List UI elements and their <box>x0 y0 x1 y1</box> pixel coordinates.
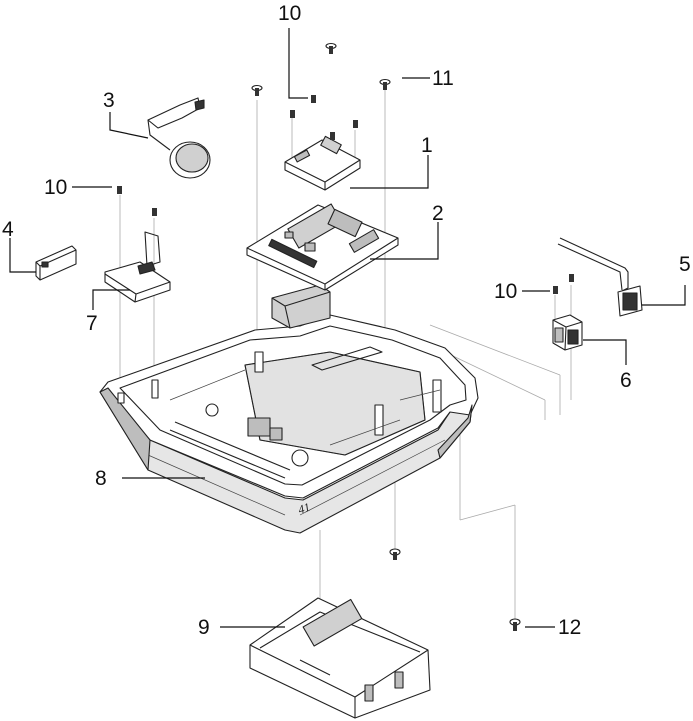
callouts: 10 11 3 1 10 2 4 5 10 7 6 8 9 12 <box>2 2 691 639</box>
screws <box>117 42 574 631</box>
screw-icon <box>553 286 558 294</box>
callout-1: 1 <box>421 134 433 157</box>
callout-3: 3 <box>103 89 115 112</box>
screw-icon <box>311 95 316 103</box>
screw-icon <box>509 618 521 631</box>
plate-part-7 <box>104 231 171 303</box>
callout-11: 11 <box>432 67 454 90</box>
screw-icon <box>379 78 391 90</box>
screw-icon <box>290 110 295 118</box>
main-board-part-2 <box>246 203 399 291</box>
screw-icon <box>389 548 401 560</box>
housing-part-8: 41 <box>99 284 479 534</box>
callout-5: 5 <box>679 253 691 276</box>
callout-7: 7 <box>86 312 98 335</box>
screw-icon <box>353 120 358 128</box>
screw-icon <box>117 186 122 194</box>
screw-icon <box>330 132 335 140</box>
screw-icon <box>152 208 157 216</box>
callout-10-top: 10 <box>278 2 301 25</box>
callout-12: 12 <box>558 616 581 639</box>
callout-6: 6 <box>620 369 632 392</box>
callout-10-right: 10 <box>494 280 517 303</box>
callout-8: 8 <box>95 467 107 490</box>
screw-icon <box>325 42 337 54</box>
connector-part-6 <box>552 314 583 351</box>
screw-icon <box>569 274 574 282</box>
battery-part-3 <box>147 97 211 179</box>
module-board-part-1 <box>284 135 361 191</box>
cover-part-9 <box>249 597 431 719</box>
housing-engraved-mark: 41 <box>296 500 312 517</box>
cable-part-5 <box>557 237 643 317</box>
screw-icon <box>251 84 263 96</box>
callout-10-left: 10 <box>44 176 67 199</box>
callout-4: 4 <box>2 218 14 241</box>
callout-2: 2 <box>432 202 444 225</box>
callout-9: 9 <box>198 616 210 639</box>
leader-lines <box>9 28 686 628</box>
bracket-part-4 <box>35 245 77 281</box>
